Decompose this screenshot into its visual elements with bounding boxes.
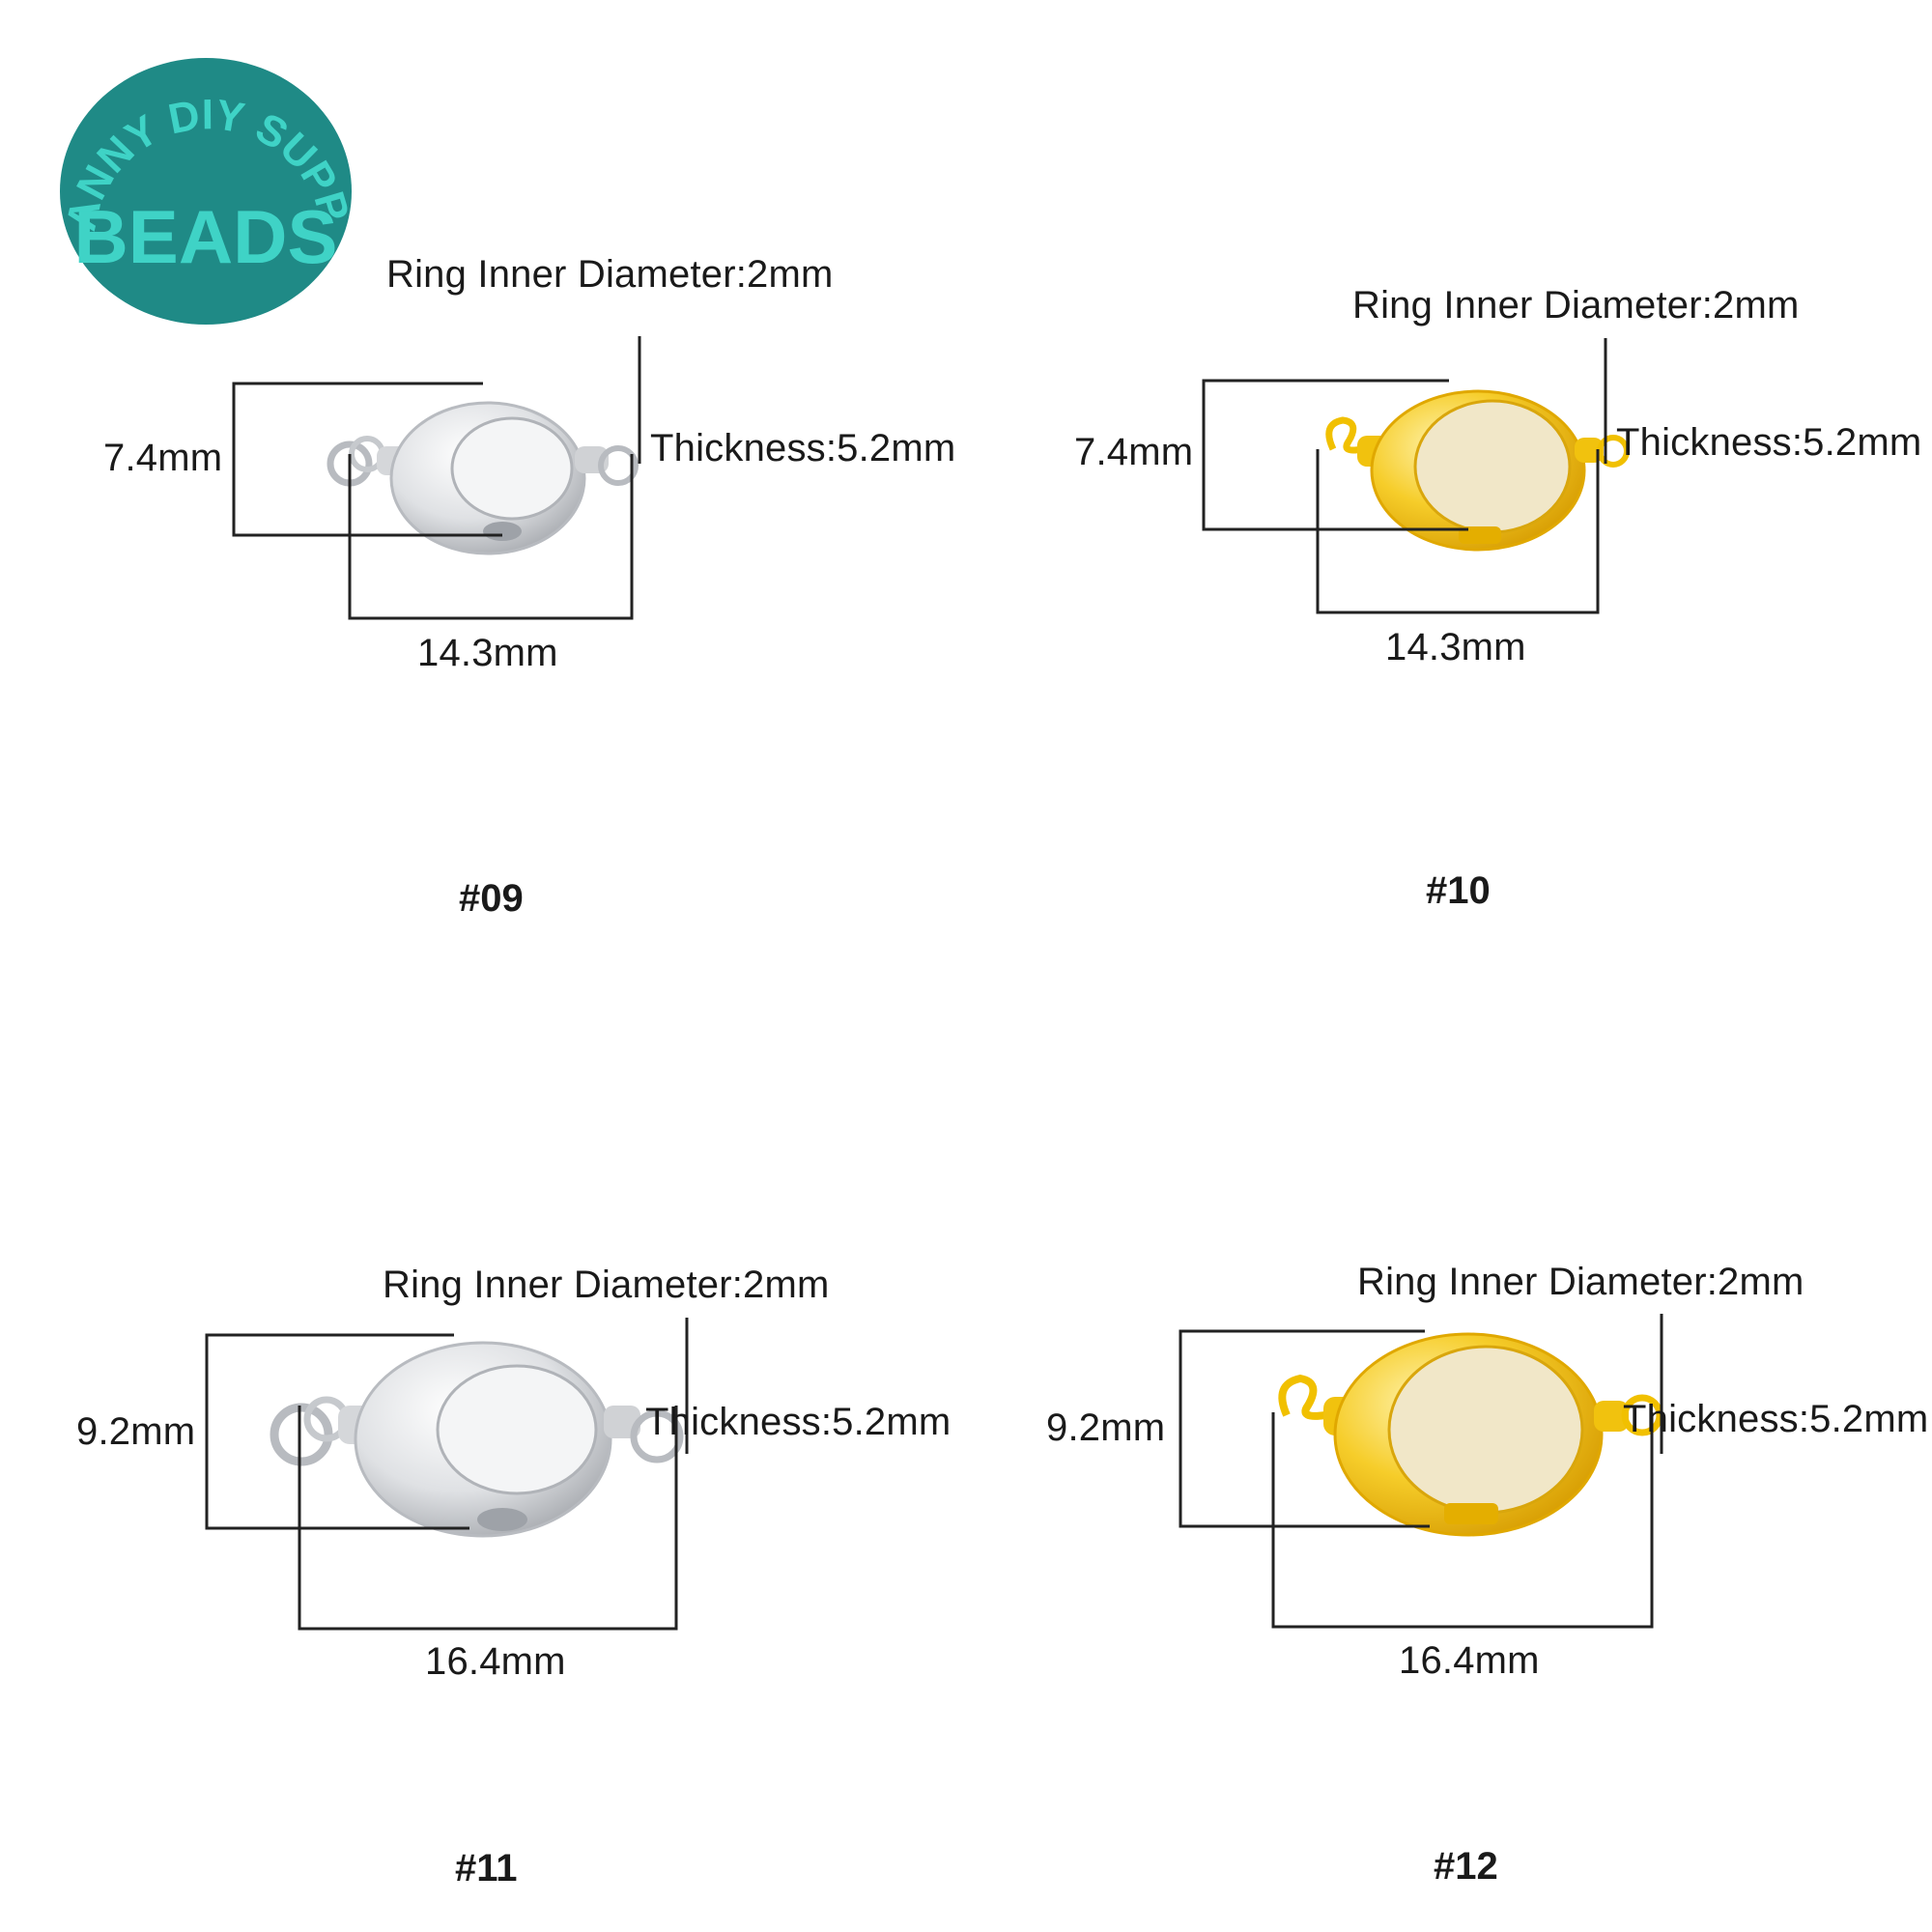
- dimension-lines: [232, 336, 641, 620]
- variant-code: #12: [1434, 1845, 1498, 1888]
- variant-panel-12: Ring Inner Diameter:2mm Thickness:5.2mm …: [966, 966, 1932, 1932]
- length-label: 14.3mm: [417, 632, 558, 674]
- height-label: 9.2mm: [1046, 1406, 1166, 1449]
- height-label: 9.2mm: [76, 1410, 196, 1453]
- logo-main-text: BEADS: [73, 194, 337, 279]
- thickness-label: Thickness:5.2mm: [1616, 421, 1922, 464]
- clasp-image-gold: [1278, 1332, 1663, 1537]
- dimension-lines: [205, 1318, 689, 1631]
- clasp-image-gold: [1325, 389, 1630, 552]
- clasp-image-silver: [327, 401, 639, 555]
- height-label: 7.4mm: [1074, 431, 1194, 473]
- length-label: 14.3mm: [1385, 626, 1526, 668]
- length-label: 16.4mm: [1399, 1639, 1540, 1682]
- length-label: 16.4mm: [425, 1640, 566, 1683]
- dimension-lines: [1202, 338, 1607, 614]
- variant-code: #10: [1426, 869, 1491, 912]
- dimension-lines: [1179, 1314, 1663, 1629]
- variant-code: #11: [455, 1847, 518, 1889]
- ring-diameter-label: Ring Inner Diameter:2mm: [1357, 1261, 1804, 1303]
- ring-diameter-label: Ring Inner Diameter:2mm: [386, 253, 834, 296]
- variant-panel-10: Ring Inner Diameter:2mm Thickness:5.2mm …: [966, 0, 1932, 966]
- logo-badge: [60, 58, 352, 325]
- thickness-label: Thickness:5.2mm: [645, 1401, 952, 1443]
- variant-panel-09: Ring Inner Diameter:2mm Thickness:5.2mm …: [0, 0, 966, 966]
- ring-diameter-label: Ring Inner Diameter:2mm: [383, 1264, 830, 1306]
- variant-code: #09: [459, 877, 524, 920]
- variant-panel-11: Ring Inner Diameter:2mm Thickness:5.2mm …: [0, 966, 966, 1932]
- brand-logo: ANNY DIY SUPPLY BEADS: [58, 56, 354, 325]
- clasp-image-silver: [270, 1341, 684, 1538]
- thickness-label: Thickness:5.2mm: [650, 427, 956, 469]
- height-label: 7.4mm: [103, 437, 223, 479]
- ring-diameter-label: Ring Inner Diameter:2mm: [1352, 284, 1800, 327]
- thickness-label: Thickness:5.2mm: [1623, 1398, 1929, 1440]
